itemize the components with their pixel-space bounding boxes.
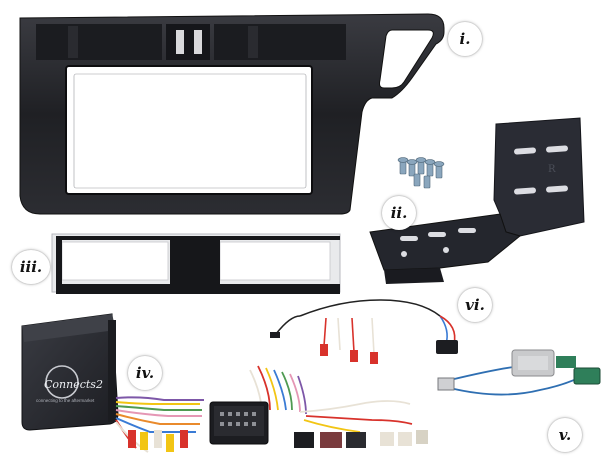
module-wiring (115, 396, 204, 453)
interface-module: Connects2 connecting to the aftermarket (21, 313, 119, 431)
label-iv: iv. (128, 356, 162, 390)
label-iii: iii. (12, 250, 50, 284)
iso-connector (209, 401, 269, 445)
iso-plugs (294, 430, 428, 448)
label-i: i. (448, 22, 482, 56)
mounting-bracket: R (369, 117, 585, 284)
vent-slats (48, 28, 340, 56)
label-v: v. (548, 418, 582, 452)
label-vi: vi. (458, 288, 492, 322)
fascia-panel (19, 13, 445, 215)
patch-lead (275, 299, 456, 355)
patch-lead-plugs (270, 332, 458, 364)
antenna-adapter (437, 349, 601, 396)
rca-plugs (128, 430, 188, 452)
module-brand: Connects2 (44, 378, 103, 391)
bracket-logo: R (548, 164, 556, 175)
module-tagline: connecting to the aftermarket (36, 398, 95, 403)
trim-plate (51, 233, 341, 294)
screw-set (397, 157, 445, 189)
label-ii: ii. (382, 196, 416, 230)
harness-wires (249, 365, 413, 433)
